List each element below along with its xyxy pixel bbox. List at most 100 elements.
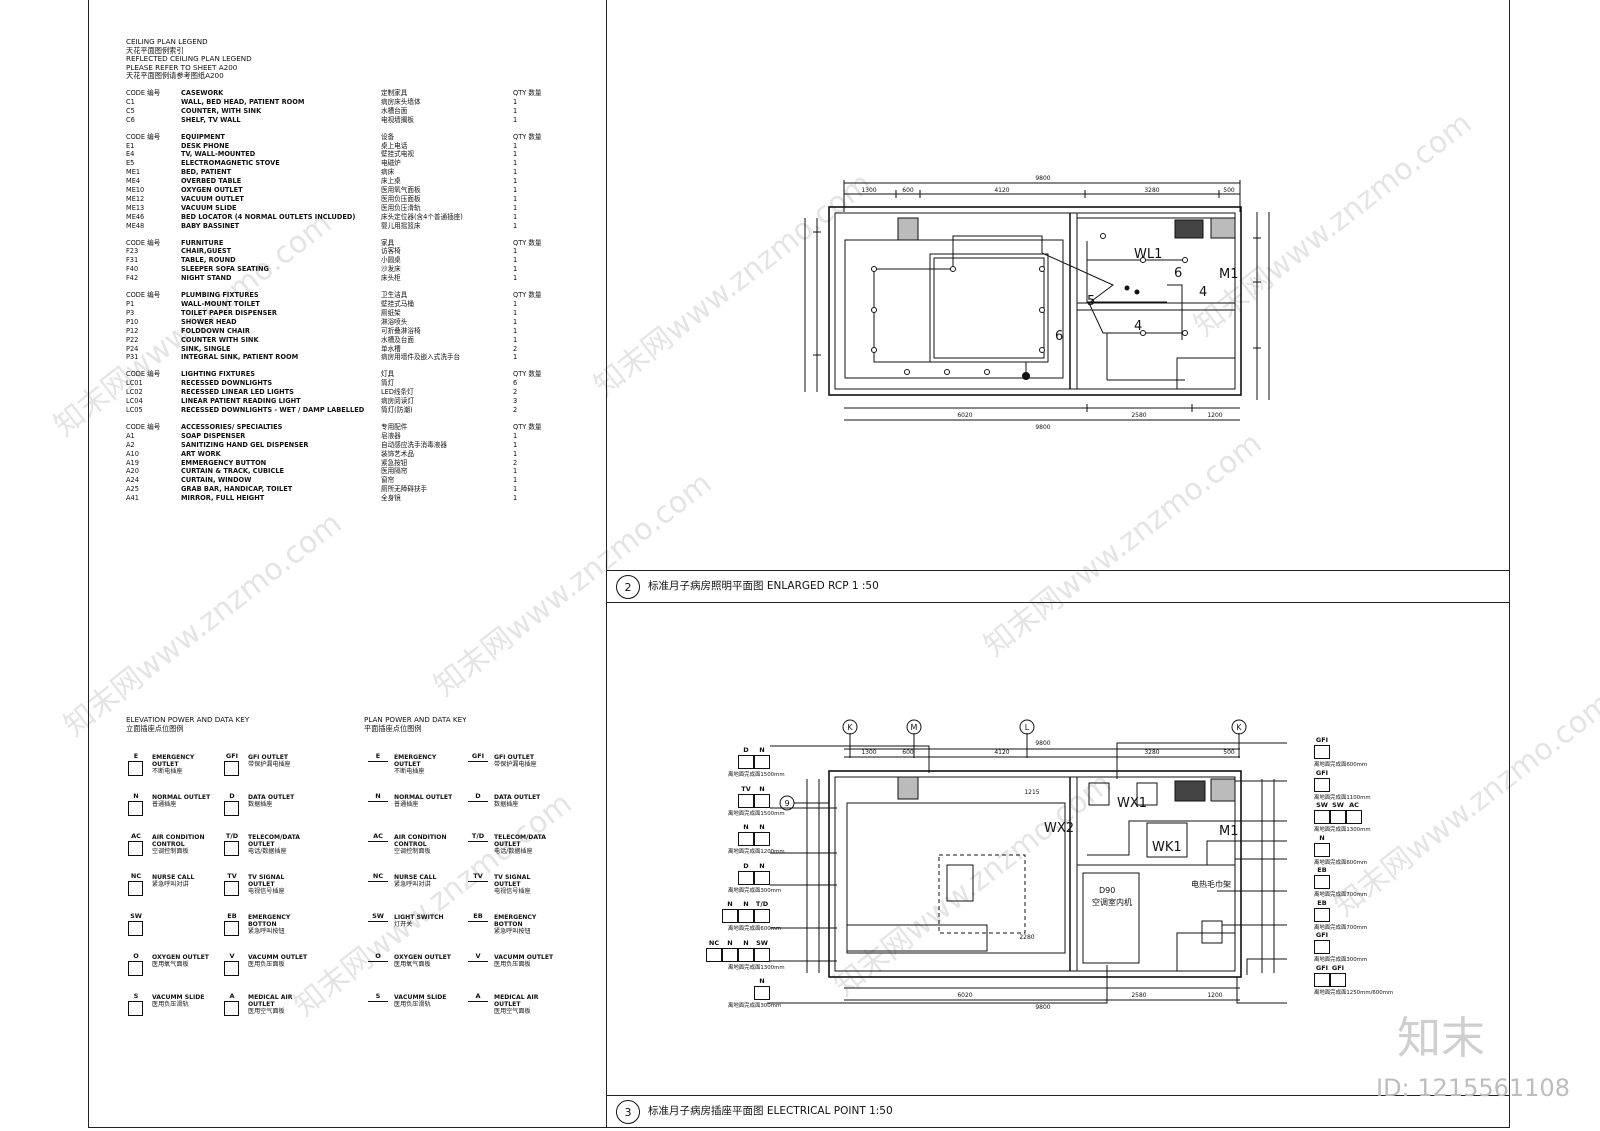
- legend-name-cn: 壁挂式电视: [381, 150, 414, 159]
- legend-name: LINEAR PATIENT READING LIGHT: [181, 397, 301, 406]
- legend-code: ME48: [126, 221, 145, 230]
- key-symbol-tag: D: [229, 792, 235, 800]
- legend-qty: 1: [513, 300, 518, 308]
- legend-name: TOILET PAPER DISPENSER: [181, 308, 277, 317]
- legend-name: ACCESSORIES/ SPECIALTIES: [181, 422, 283, 431]
- key-symbol-tag: GFI: [225, 752, 239, 760]
- electrical-plan-drawing: K M L K 9 9800 1300 600 4120 3280 500 60…: [767, 719, 1287, 1011]
- key-symbol-tag: D: [475, 792, 481, 800]
- legend-qty: QTY 数量: [513, 370, 542, 379]
- legend-name-cn: 病床: [381, 168, 395, 177]
- legend-name-cn: 卫生洁具: [381, 291, 408, 300]
- legend-qty: 1: [513, 326, 518, 335]
- elec-dim: 3280: [1144, 749, 1159, 756]
- legend-name-cn: 筒灯: [381, 379, 395, 388]
- key-symbol-box: [468, 841, 488, 842]
- outlet-tag-label: N: [759, 784, 765, 793]
- key-item-label-cn: 医用氧气面板: [152, 961, 189, 968]
- key-item-label-en: EMERGENCY BOTTON: [494, 914, 537, 928]
- legend-code: A2: [126, 440, 135, 449]
- legend-code: F42: [126, 274, 139, 283]
- rcp-label: 6: [1174, 266, 1182, 281]
- outlet-tag-label: N: [727, 938, 733, 947]
- legend-code: P10: [126, 317, 139, 326]
- outlet-tag-box: [706, 947, 722, 962]
- outlet-tag-box: [738, 909, 754, 923]
- legend-code: C5: [126, 106, 135, 115]
- legend-qty: 2: [513, 344, 518, 353]
- legend-name: ELECTROMAGNETIC STOVE: [181, 159, 280, 168]
- outlet-tag-box: [1314, 907, 1330, 922]
- key-item-label-cn: 普通插座: [152, 801, 177, 808]
- key-symbol-box: [468, 921, 488, 922]
- outlet-tag-label: N: [759, 746, 765, 754]
- key-symbol-tag: NC: [372, 872, 384, 880]
- legend-code: CODE 编号: [126, 238, 161, 247]
- outlet-tag-box: [722, 909, 738, 923]
- legend-code: P3: [126, 308, 135, 317]
- ceiling-plan-legend: CEILING PLAN LEGEND 天花平面图例索引 REFLECTED C…: [126, 37, 566, 503]
- key-item-label-cn: 普通插座: [394, 801, 419, 808]
- outlet-tag-label: SW: [1332, 801, 1344, 809]
- key-item-label-en: OXYGEN OUTLET: [152, 954, 209, 961]
- key-symbol-tag: AC: [131, 832, 141, 840]
- key-symbol-tag: V: [229, 952, 235, 960]
- elec-label: WX1: [1117, 796, 1147, 811]
- rcp-dim: 6020: [957, 412, 972, 419]
- legend-name: GRAB BAR, HANDICAP, TOILET: [181, 485, 293, 494]
- legend-qty: 1: [513, 247, 518, 256]
- legend-name: RECESSED LINEAR LED LIGHTS: [181, 388, 294, 397]
- outlet-tag-label: N: [743, 823, 749, 831]
- key-symbol-tag: EB: [473, 912, 483, 920]
- legend-qty: QTY 数量: [513, 238, 542, 247]
- legend-qty: 2: [513, 388, 518, 397]
- legend-name-cn: 桌上电话: [381, 141, 408, 150]
- key-symbol-box: [224, 801, 239, 816]
- legend-name: SHELF, TV WALL: [181, 115, 241, 124]
- key-symbol-box: [368, 1001, 388, 1002]
- legend-name-cn: 床上桌: [381, 177, 401, 186]
- key-item-label-en: TELECOM/DATA OUTLET: [494, 834, 547, 848]
- elec-dim: 2580: [1131, 992, 1146, 999]
- legend-code: ME13: [126, 203, 145, 212]
- legend-qty: 2: [513, 405, 518, 414]
- legend-qty: QTY 数量: [513, 291, 542, 300]
- outlet-tag-label: GFI: [1315, 768, 1329, 777]
- legend-name-cn: 病房阅读灯: [381, 397, 414, 406]
- outlet-height-note: 离地面完成面1300mm: [728, 964, 785, 971]
- key-symbol-tag: S: [133, 992, 139, 1000]
- legend-name-cn: 访客椅: [381, 247, 401, 256]
- outlet-tag-label: SW: [1316, 801, 1328, 809]
- outlet-height-note: 离地面完成面600mm: [1314, 762, 1368, 768]
- legend-name-cn: 可折叠淋浴椅: [381, 326, 421, 335]
- key-symbol-tag: O: [375, 952, 381, 960]
- legend-title-2: 天花平面图例索引: [126, 45, 184, 55]
- outlet-tag-box: [1314, 940, 1330, 954]
- legend-qty: 1: [513, 353, 518, 362]
- legend-name: BED, PATIENT: [181, 168, 232, 177]
- elec-label: 空调室内机: [1092, 897, 1132, 907]
- key-symbol-box: [368, 761, 388, 762]
- plan-key-title: PLAN POWER AND DATA KEY 平面插座点位图例: [364, 715, 467, 733]
- legend-code: F40: [126, 265, 139, 274]
- legend-name: CURTAIN & TRACK, CUBICLE: [181, 467, 285, 476]
- rcp-dim: 1200: [1207, 412, 1222, 419]
- legend-name: RECESSED DOWNLIGHTS: [181, 379, 273, 388]
- key-symbol-box: [128, 1001, 143, 1016]
- key-symbol-box: [224, 921, 239, 936]
- legend-code: A10: [126, 449, 139, 458]
- legend-name-cn: 单水槽: [381, 344, 401, 353]
